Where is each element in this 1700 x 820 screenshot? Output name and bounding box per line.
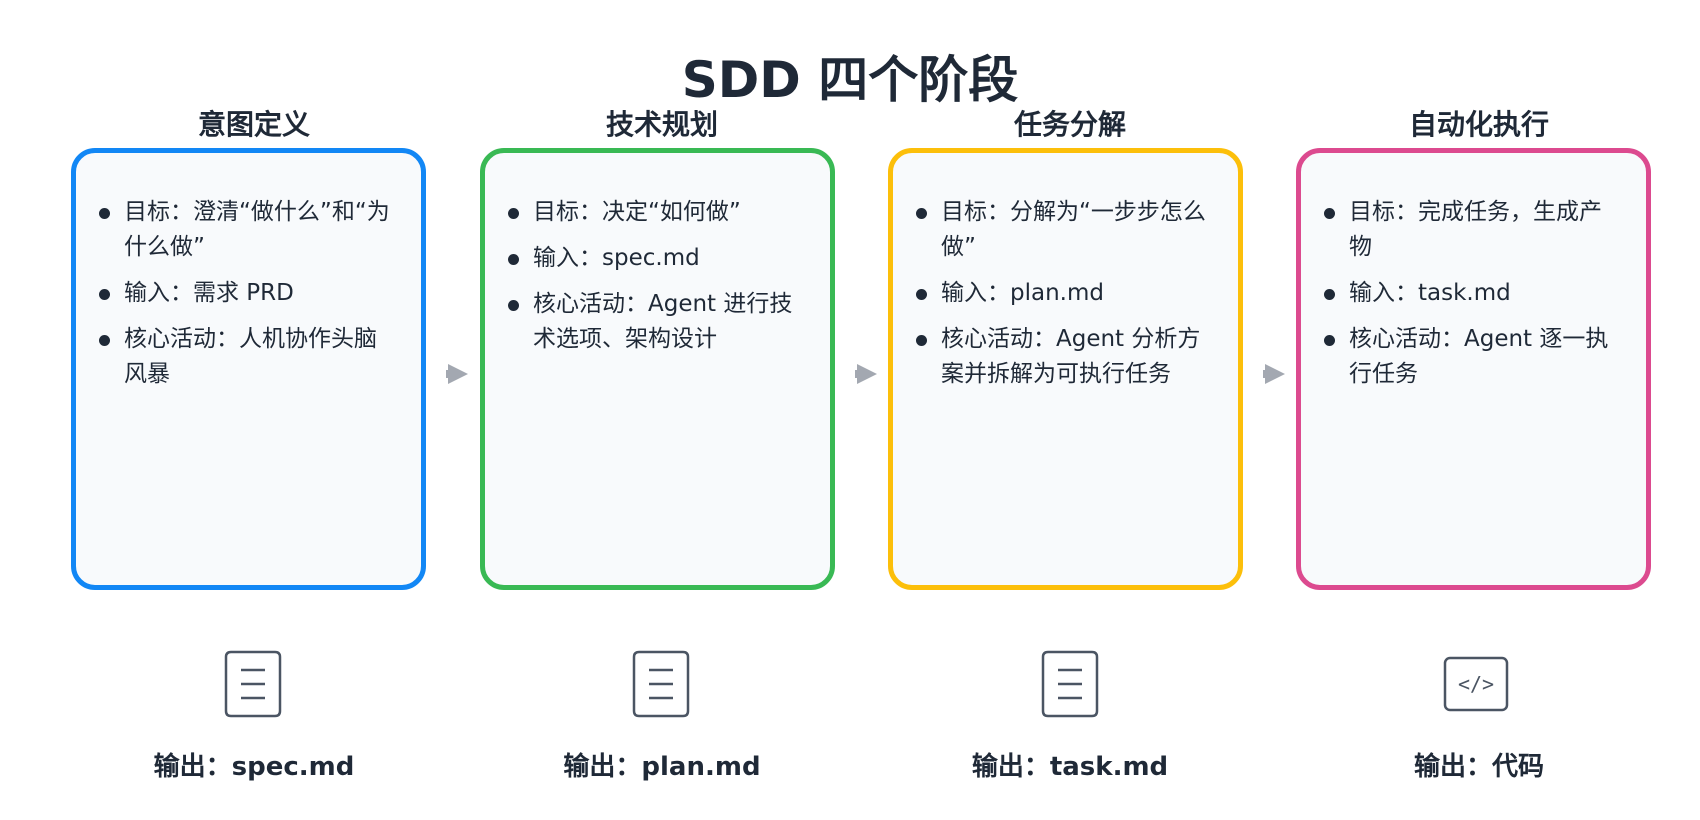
stage-title-2: 技术规划 (605, 108, 718, 141)
stage-item-text: 目标：完成任务，生成产物 (1349, 199, 1602, 260)
stage-item: 核心活动：Agent 逐一执行任务 (1321, 322, 1620, 392)
stage-items-1: 目标：澄清“做什么”和“为什么做” 输入：需求 PRD 核心活动：人机协作头脑风… (96, 195, 395, 392)
stage-item: 输入：需求 PRD (96, 276, 395, 311)
stage-item: 输入：task.md (1321, 276, 1620, 311)
stage-item: 核心活动：Agent 进行技术选项、架构设计 (505, 287, 804, 357)
stage-card-4: 目标：完成任务，生成产物 输入：task.md 核心活动：Agent 逐一执行任… (1296, 148, 1651, 590)
stage-item: 目标：分解为“一步步怎么做” (913, 195, 1212, 265)
bullet-icon (916, 335, 927, 346)
arrow-right-icon (446, 364, 468, 384)
document-icon (1041, 650, 1099, 718)
document-icon (224, 650, 282, 718)
stage-title-3: 任务分解 (1013, 108, 1126, 141)
stage-item-text: 输入：plan.md (941, 280, 1104, 306)
stage-title-1: 意图定义 (197, 108, 310, 141)
stage-item: 核心活动：Agent 分析方案并拆解为可执行任务 (913, 322, 1212, 392)
bullet-icon (99, 208, 110, 219)
stage-title-4: 自动化执行 (1408, 108, 1549, 141)
bullet-icon (508, 300, 519, 311)
stage-items-2: 目标：决定“如何做” 输入：spec.md 核心活动：Agent 进行技术选项、… (505, 195, 804, 357)
stage-items-3: 目标：分解为“一步步怎么做” 输入：plan.md 核心活动：Agent 分析方… (913, 195, 1212, 392)
arrow-right-icon (855, 364, 877, 384)
bullet-icon (99, 289, 110, 300)
bullet-icon (1324, 289, 1335, 300)
stage-item: 目标：澄清“做什么”和“为什么做” (96, 195, 395, 265)
stage-item: 核心活动：人机协作头脑风暴 (96, 322, 395, 392)
stage-item-text: 输入：spec.md (533, 245, 700, 271)
stage-item-text: 输入：需求 PRD (124, 280, 294, 306)
stage-items-4: 目标：完成任务，生成产物 输入：task.md 核心活动：Agent 逐一执行任… (1321, 195, 1620, 392)
stage-card-1: 目标：澄清“做什么”和“为什么做” 输入：需求 PRD 核心活动：人机协作头脑风… (71, 148, 426, 590)
stage-card-3: 目标：分解为“一步步怎么做” 输入：plan.md 核心活动：Agent 分析方… (888, 148, 1243, 590)
stage-item: 目标：完成任务，生成产物 (1321, 195, 1620, 265)
stage-item: 输入：spec.md (505, 241, 804, 276)
stage-item-text: 核心活动：Agent 逐一执行任务 (1349, 326, 1609, 387)
arrow-right-icon (1263, 364, 1285, 384)
code-icon: </> (1443, 656, 1509, 712)
document-icon (632, 650, 690, 718)
stage-output-1: 输出：spec.md (153, 752, 355, 782)
stage-item-text: 目标：分解为“一步步怎么做” (941, 199, 1206, 260)
bullet-icon (99, 335, 110, 346)
stage-item-text: 核心活动：人机协作头脑风暴 (124, 326, 377, 387)
bullet-icon (1324, 335, 1335, 346)
stage-item-text: 目标：决定“如何做” (533, 199, 741, 225)
bullet-icon (1324, 208, 1335, 219)
stage-item-text: 核心活动：Agent 分析方案并拆解为可执行任务 (941, 326, 1201, 387)
code-icon-label: </> (1458, 672, 1494, 696)
bullet-icon (508, 254, 519, 265)
stage-item-text: 输入：task.md (1349, 280, 1511, 306)
diagram-title: SDD 四个阶段 (681, 51, 1019, 109)
stage-output-2: 输出：plan.md (563, 752, 761, 782)
stage-item: 目标：决定“如何做” (505, 195, 804, 230)
stage-output-4: 输出：代码 (1413, 752, 1544, 782)
stage-item: 输入：plan.md (913, 276, 1212, 311)
bullet-icon (916, 208, 927, 219)
stage-card-2: 目标：决定“如何做” 输入：spec.md 核心活动：Agent 进行技术选项、… (480, 148, 835, 590)
stage-item-text: 核心活动：Agent 进行技术选项、架构设计 (533, 291, 793, 352)
stage-item-text: 目标：澄清“做什么”和“为什么做” (124, 199, 390, 260)
bullet-icon (916, 289, 927, 300)
bullet-icon (508, 208, 519, 219)
stage-output-3: 输出：task.md (971, 752, 1169, 782)
